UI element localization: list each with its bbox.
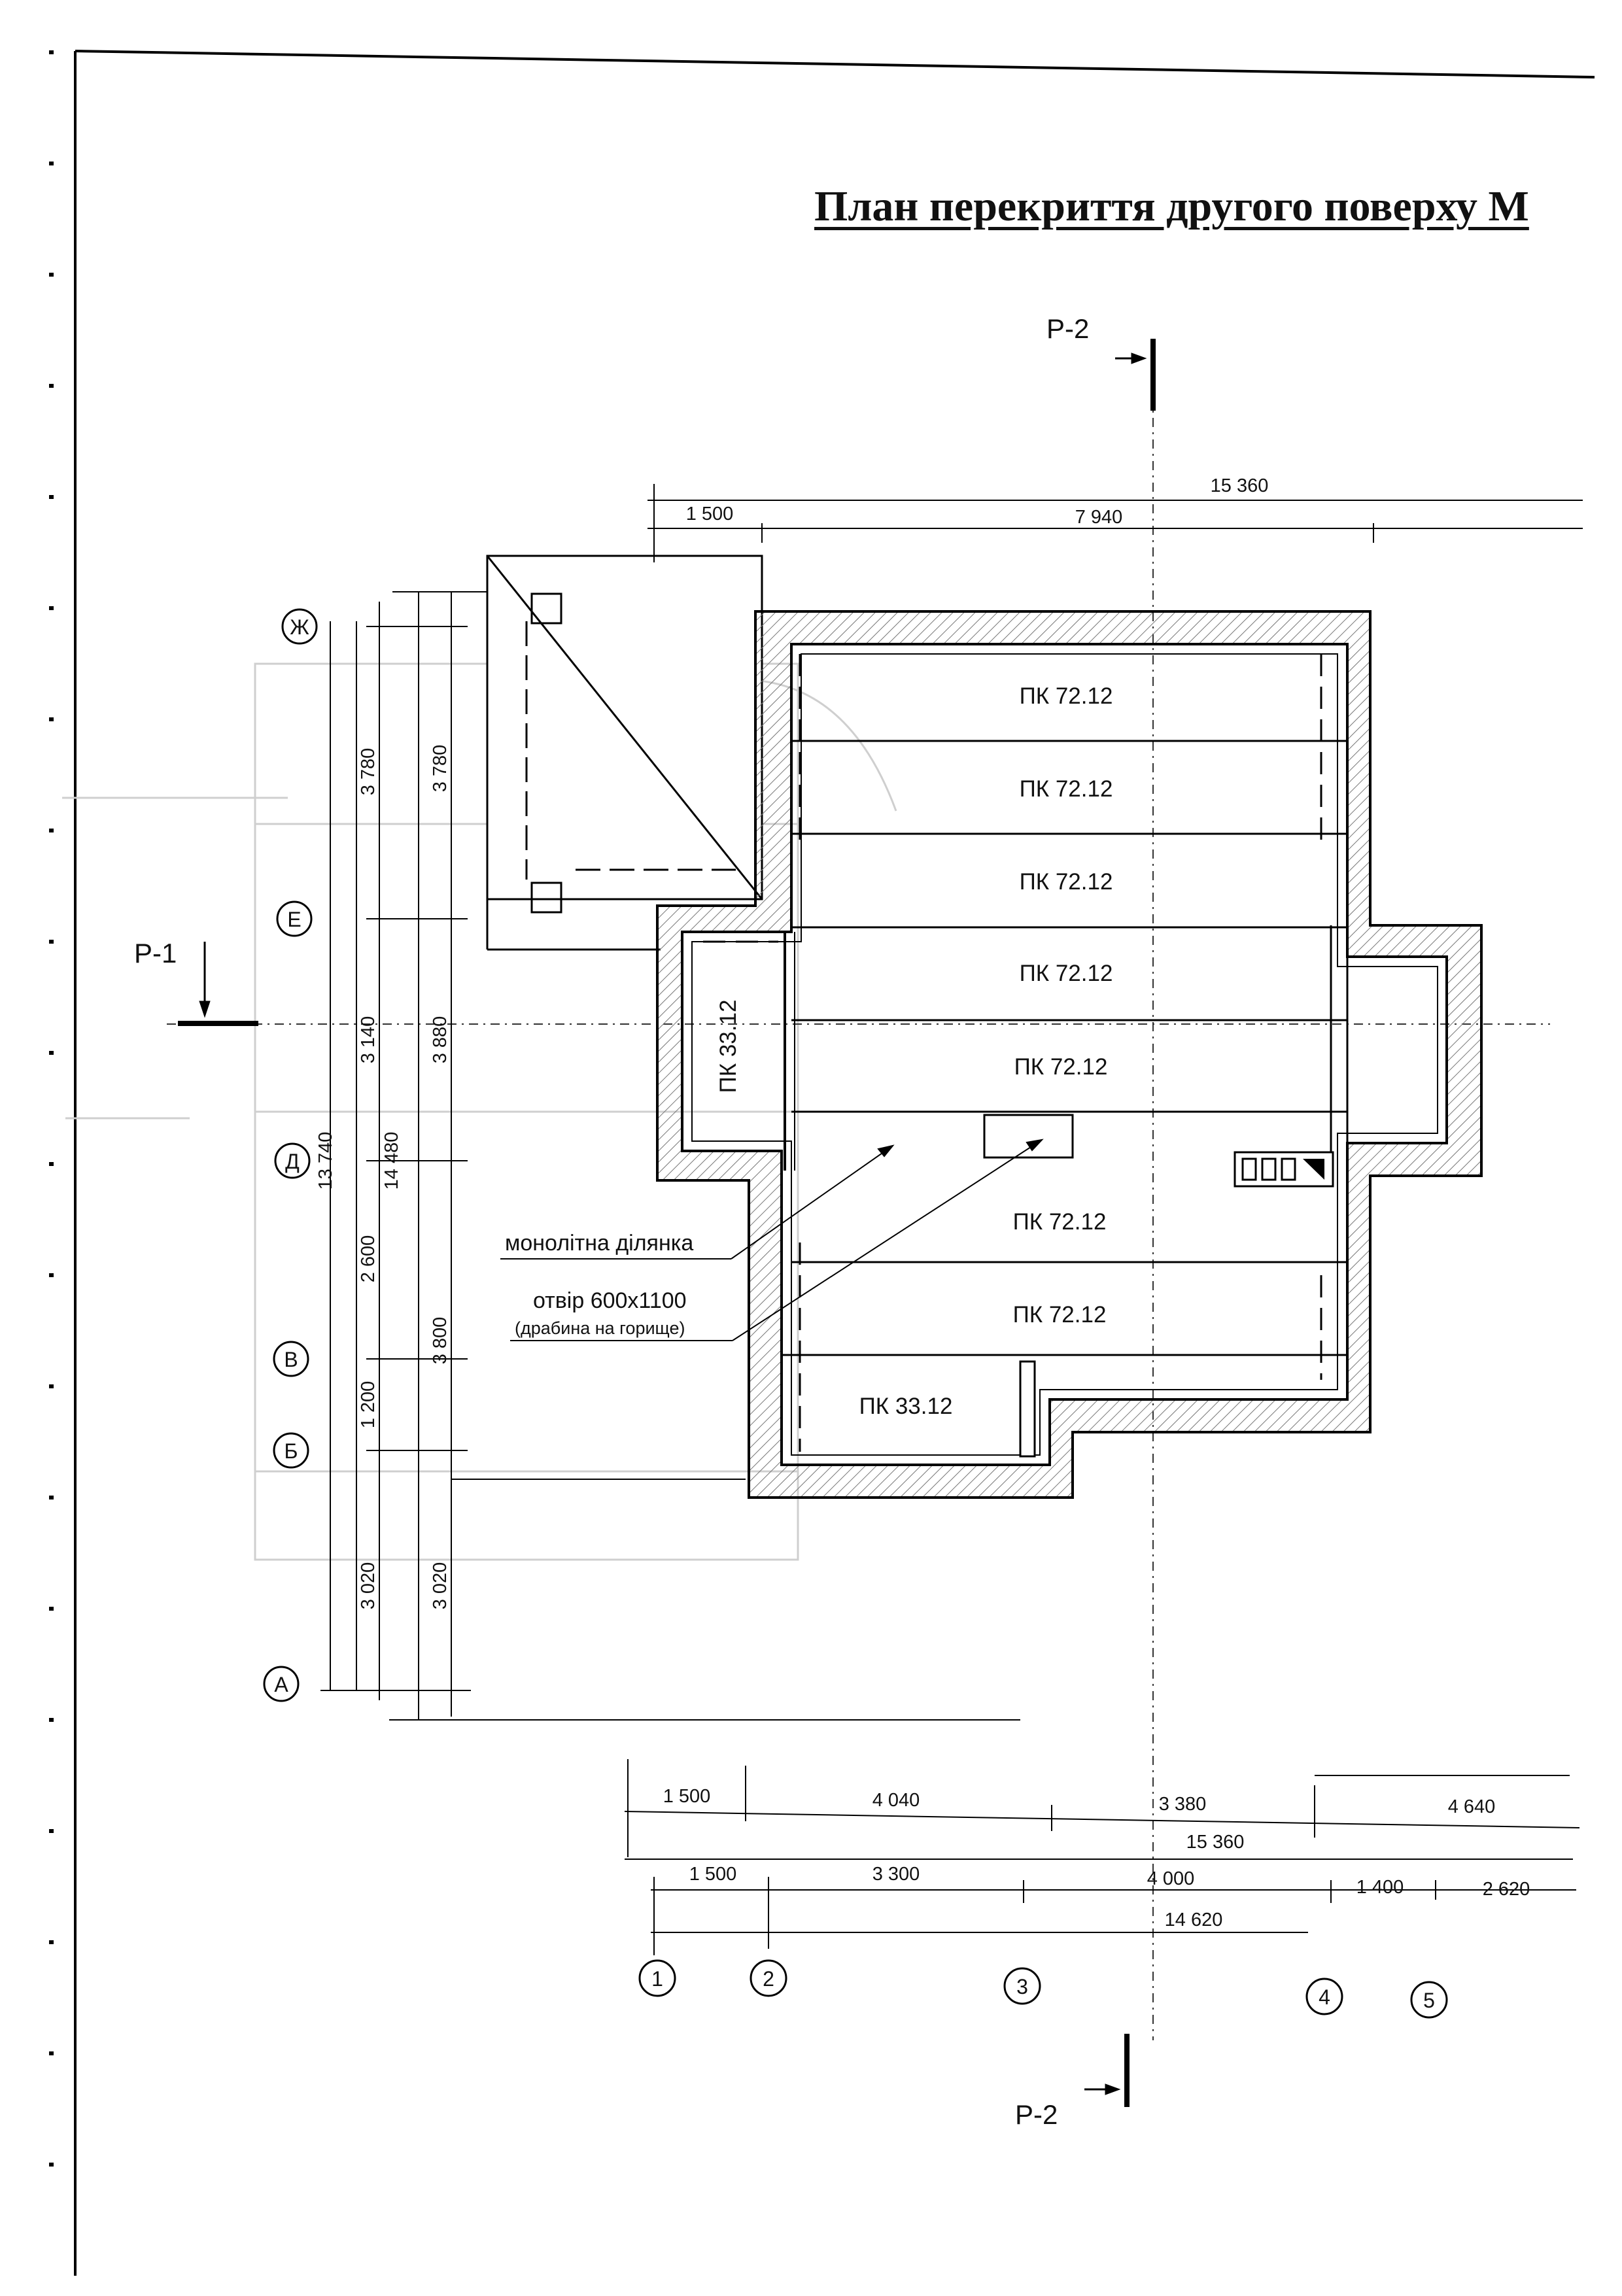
axis-letter: Д — [285, 1150, 300, 1173]
section-label-p1: Р-1 — [134, 938, 177, 968]
slab-label: ПК 72.12 — [1020, 869, 1113, 895]
axis-letter: Е — [287, 908, 301, 931]
dim-bottom-total-2: 14 620 — [1165, 1910, 1223, 1930]
dim-top-sub: 7 940 — [1075, 507, 1123, 528]
axis-bubbles-letters — [263, 608, 318, 1702]
frame-ticks — [49, 50, 54, 2167]
leader-lines — [500, 1139, 1044, 1341]
slab-label: ПК 72.12 — [1020, 776, 1113, 802]
dim-v: 2 600 — [358, 1235, 379, 1283]
dim-bottom-2: 2 620 — [1483, 1879, 1530, 1900]
slab-label: ПК 33.12 — [716, 1000, 741, 1093]
slab-joints — [782, 740, 1349, 1356]
page-title: План перекриття другого поверху М — [814, 182, 1529, 230]
axis-number: 4 — [1319, 1985, 1330, 2009]
section-p1 — [178, 942, 258, 1026]
slab-label: ПК 33.12 — [859, 1394, 953, 1419]
axis-letter: А — [274, 1673, 288, 1696]
note-ladder: (драбина на горище) — [515, 1318, 685, 1338]
axis-bubbles-numbers — [638, 1959, 1448, 2019]
dim-v: 3 780 — [358, 748, 379, 796]
dim-v: 1 200 — [358, 1381, 379, 1429]
section-label-p2-top: Р-2 — [1046, 313, 1089, 344]
axis-letter: Б — [285, 1439, 298, 1463]
dim-v: 3 140 — [358, 1016, 379, 1064]
dim-lines-bottom — [624, 1759, 1580, 1955]
dim-lines-top — [647, 484, 1583, 562]
section-label-p2-bottom: Р-2 — [1015, 2099, 1058, 2130]
axis-letter: В — [284, 1348, 298, 1371]
wall-band — [656, 610, 1483, 1499]
slab-label: ПК 72.12 — [1013, 1209, 1107, 1235]
stair-opening — [486, 555, 763, 951]
dim-top-left: 1 500 — [686, 504, 734, 524]
attic-opening — [983, 1114, 1074, 1159]
note-monolith: монолітна ділянка — [505, 1231, 693, 1256]
dim-v: 3 880 — [430, 1016, 451, 1064]
dim-top-total: 15 360 — [1211, 475, 1269, 496]
slab-label: ПК 72.12 — [1020, 683, 1113, 709]
dim-v: 13 740 — [315, 1132, 336, 1190]
bottom-insert — [1019, 1360, 1036, 1458]
section-p2-bottom — [1084, 2034, 1130, 2107]
slab-label: ПК 72.12 — [1020, 961, 1113, 986]
dim-bottom-total-1: 15 360 — [1186, 1832, 1245, 1853]
dim-bottom-2: 1 400 — [1356, 1877, 1404, 1898]
dim-bottom-2: 3 300 — [872, 1864, 920, 1885]
section-p2-top — [1115, 339, 1156, 411]
dim-v: 3 800 — [430, 1317, 451, 1365]
dim-v: 3 020 — [430, 1562, 451, 1610]
dim-bottom-2: 4 000 — [1147, 1868, 1195, 1889]
dim-v: 3 020 — [358, 1562, 379, 1610]
dim-bottom-1: 4 040 — [872, 1790, 920, 1811]
hidden-lines — [703, 654, 1322, 1452]
axis-letter: Ж — [290, 615, 309, 639]
axis-number: 3 — [1016, 1975, 1028, 1998]
dim-bottom-2: 1 500 — [689, 1864, 737, 1885]
dim-bottom-1: 1 500 — [663, 1786, 711, 1807]
axis-number: 1 — [651, 1967, 663, 1991]
axis-number: 5 — [1423, 1989, 1435, 2012]
dim-lines-vertical — [320, 591, 1020, 1721]
axis-number: 2 — [763, 1967, 774, 1991]
wall-inner-line — [691, 653, 1438, 1456]
slab-label: ПК 72.12 — [1013, 1302, 1107, 1328]
dim-bottom-1: 4 640 — [1448, 1796, 1496, 1817]
dim-v: 3 780 — [430, 745, 451, 793]
note-opening: отвір 600х1100 — [533, 1288, 687, 1313]
vent-block — [1234, 1151, 1334, 1188]
frame-top-line — [75, 50, 1595, 78]
slab-label: ПК 72.12 — [1014, 1054, 1108, 1080]
dim-bottom-1: 3 380 — [1159, 1794, 1207, 1815]
dim-v: 14 480 — [381, 1132, 402, 1190]
